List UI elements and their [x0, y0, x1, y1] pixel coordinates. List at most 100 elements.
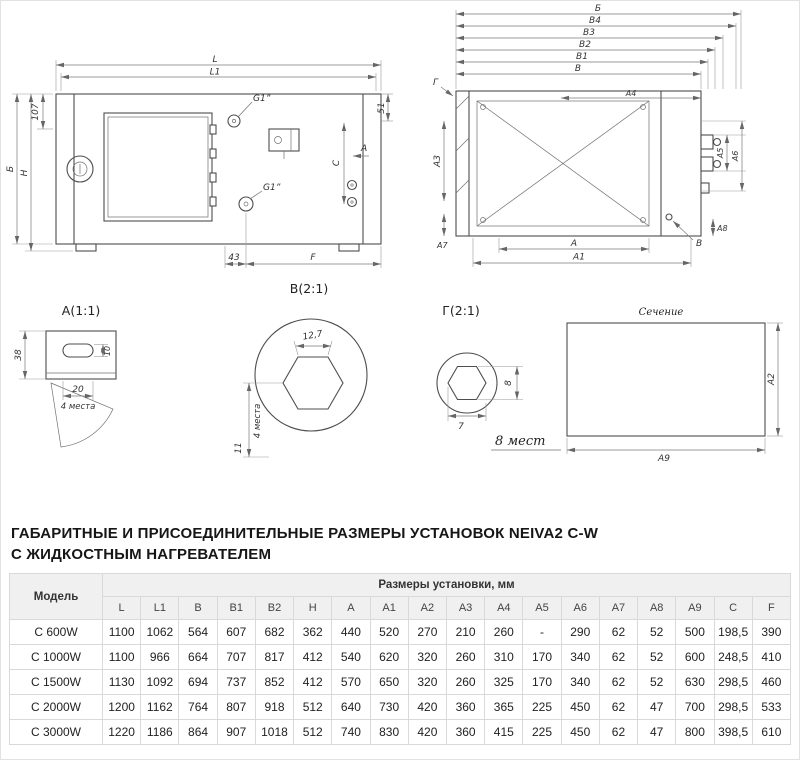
top-dim-A3: А3 [433, 155, 443, 168]
dim-value-cell: 225 [522, 694, 562, 720]
dim-value-cell: 610 [751, 719, 792, 745]
dim-value-cell: 500 [675, 619, 715, 645]
top-dim-B3: В3 [583, 28, 595, 38]
top-dim-A1: А1 [572, 253, 585, 263]
dim-col-header-A1: A1 [369, 596, 409, 620]
dim-value-cell: 412 [293, 669, 333, 695]
dim-value-cell: 62 [598, 619, 639, 645]
dim-value-cell: 540 [331, 644, 371, 670]
dim-value-cell: 298,5 [713, 694, 753, 720]
dim-value-cell: 817 [254, 644, 295, 670]
dim-value-cell: 737 [216, 669, 256, 695]
dim-value-cell: 47 [637, 719, 677, 745]
top-dim-B1: В1 [576, 52, 588, 62]
dim-value-cell: 62 [598, 669, 639, 695]
dim-value-cell: 170 [522, 669, 562, 695]
detail-a-drawing: А(1:1) 38 10 20 4 места [14, 303, 117, 448]
dim-value-cell: 362 [293, 619, 333, 645]
detail-b-hexagon [282, 356, 344, 410]
table-group-header-row: Модель Размеры установки, мм [9, 573, 791, 620]
detail-b-circle [254, 318, 368, 432]
model-column-header: Модель [9, 573, 103, 620]
dim-value-cell: 248,5 [713, 644, 753, 670]
model-cell: C 3000W [9, 719, 103, 745]
front-small-box [268, 128, 300, 152]
detail-a-dim-10: 10 [103, 346, 112, 356]
dim-value-cell: 415 [484, 719, 524, 745]
dim-col-header-A8: A8 [637, 596, 677, 620]
detail-g-dim-7: 7 [458, 422, 464, 432]
dim-value-cell: 310 [484, 644, 524, 670]
dim-value-cell: 512 [293, 694, 333, 720]
dim-value-cell: 460 [751, 669, 792, 695]
dim-value-cell: 620 [369, 644, 409, 670]
dim-col-header-B1: B1 [216, 596, 256, 620]
dim-value-cell: 340 [560, 644, 600, 670]
detail-a-bracket [45, 330, 117, 380]
top-dim-A8: А8 [716, 224, 728, 233]
dim-value-cell: 420 [407, 694, 447, 720]
dim-value-cell: 320 [407, 644, 447, 670]
dim-value-cell: 650 [369, 669, 409, 695]
section-view-drawing: Сечение А2 А9 [566, 307, 783, 464]
dim-col-header-A4: A4 [484, 596, 524, 620]
top-dim-Bv: В [575, 64, 581, 74]
dim-value-cell: 1092 [140, 669, 180, 695]
top-callout-G: Г [433, 78, 439, 88]
model-cell: C 2000W [9, 694, 103, 720]
section-rect [566, 322, 766, 437]
detail-g-title: Г(2:1) [442, 303, 480, 318]
model-cell: C 1000W [9, 644, 103, 670]
front-foot-right [338, 243, 360, 252]
front-dim-51: 51 [377, 102, 387, 113]
detail-a-title: А(1:1) [62, 303, 100, 318]
dim-value-cell: 1162 [140, 694, 180, 720]
dim-value-cell: 1200 [101, 694, 142, 720]
front-dim-107: 107 [31, 103, 41, 120]
dim-value-cell: 170 [522, 644, 562, 670]
dim-value-cell: 907 [216, 719, 256, 745]
dim-value-cell: 740 [331, 719, 371, 745]
section-title: Сечение [639, 307, 684, 318]
front-dim-43: 43 [228, 253, 240, 263]
dim-col-header-C: C [713, 596, 753, 620]
section-dim-A9: А9 [657, 454, 670, 464]
dim-value-cell: 360 [445, 719, 486, 745]
dim-value-cell: 918 [254, 694, 295, 720]
dim-value-cell: 360 [445, 694, 486, 720]
detail-b-title: В(2:1) [290, 281, 328, 296]
detail-a-slot [62, 343, 94, 358]
dim-value-cell: 298,5 [713, 669, 753, 695]
dim-col-header-B2: B2 [254, 596, 295, 620]
detail-b-dim-127: 12,7 [302, 329, 324, 342]
dim-value-cell: 410 [751, 644, 792, 670]
dim-value-cell: 62 [598, 644, 639, 670]
dim-value-cell: 607 [216, 619, 256, 645]
dim-value-cell: 800 [675, 719, 715, 745]
front-dim-C: C [332, 159, 342, 166]
dim-value-cell: 260 [484, 619, 524, 645]
top-callout-B: В [696, 239, 702, 249]
top-view-drawing: Б В4 В3 В2 В1 В Г А4 [433, 4, 746, 267]
dim-value-cell: 640 [331, 694, 371, 720]
dim-value-cell: 512 [293, 719, 333, 745]
dim-col-header-H: H [293, 596, 333, 620]
front-dim-B: Б [6, 166, 16, 172]
group-header-cell: Размеры установки, мм [102, 573, 791, 597]
section-dim-A2: А2 [767, 373, 777, 386]
dim-value-cell: 1100 [101, 619, 142, 645]
top-dim-A5: А5 [716, 148, 725, 160]
front-dim-F: F [310, 253, 316, 263]
detail-g-drawing: Г(2:1) 8 7 8 мест [436, 303, 561, 451]
front-foot-left [75, 243, 97, 252]
dim-value-cell: 225 [522, 719, 562, 745]
dim-value-cell: 600 [675, 644, 715, 670]
detail-b-note: 4 места [253, 404, 263, 439]
detail-g-hexagon [447, 365, 487, 401]
detail-b-dim-11: 11 [234, 442, 244, 453]
detail-a-fan [50, 382, 114, 448]
